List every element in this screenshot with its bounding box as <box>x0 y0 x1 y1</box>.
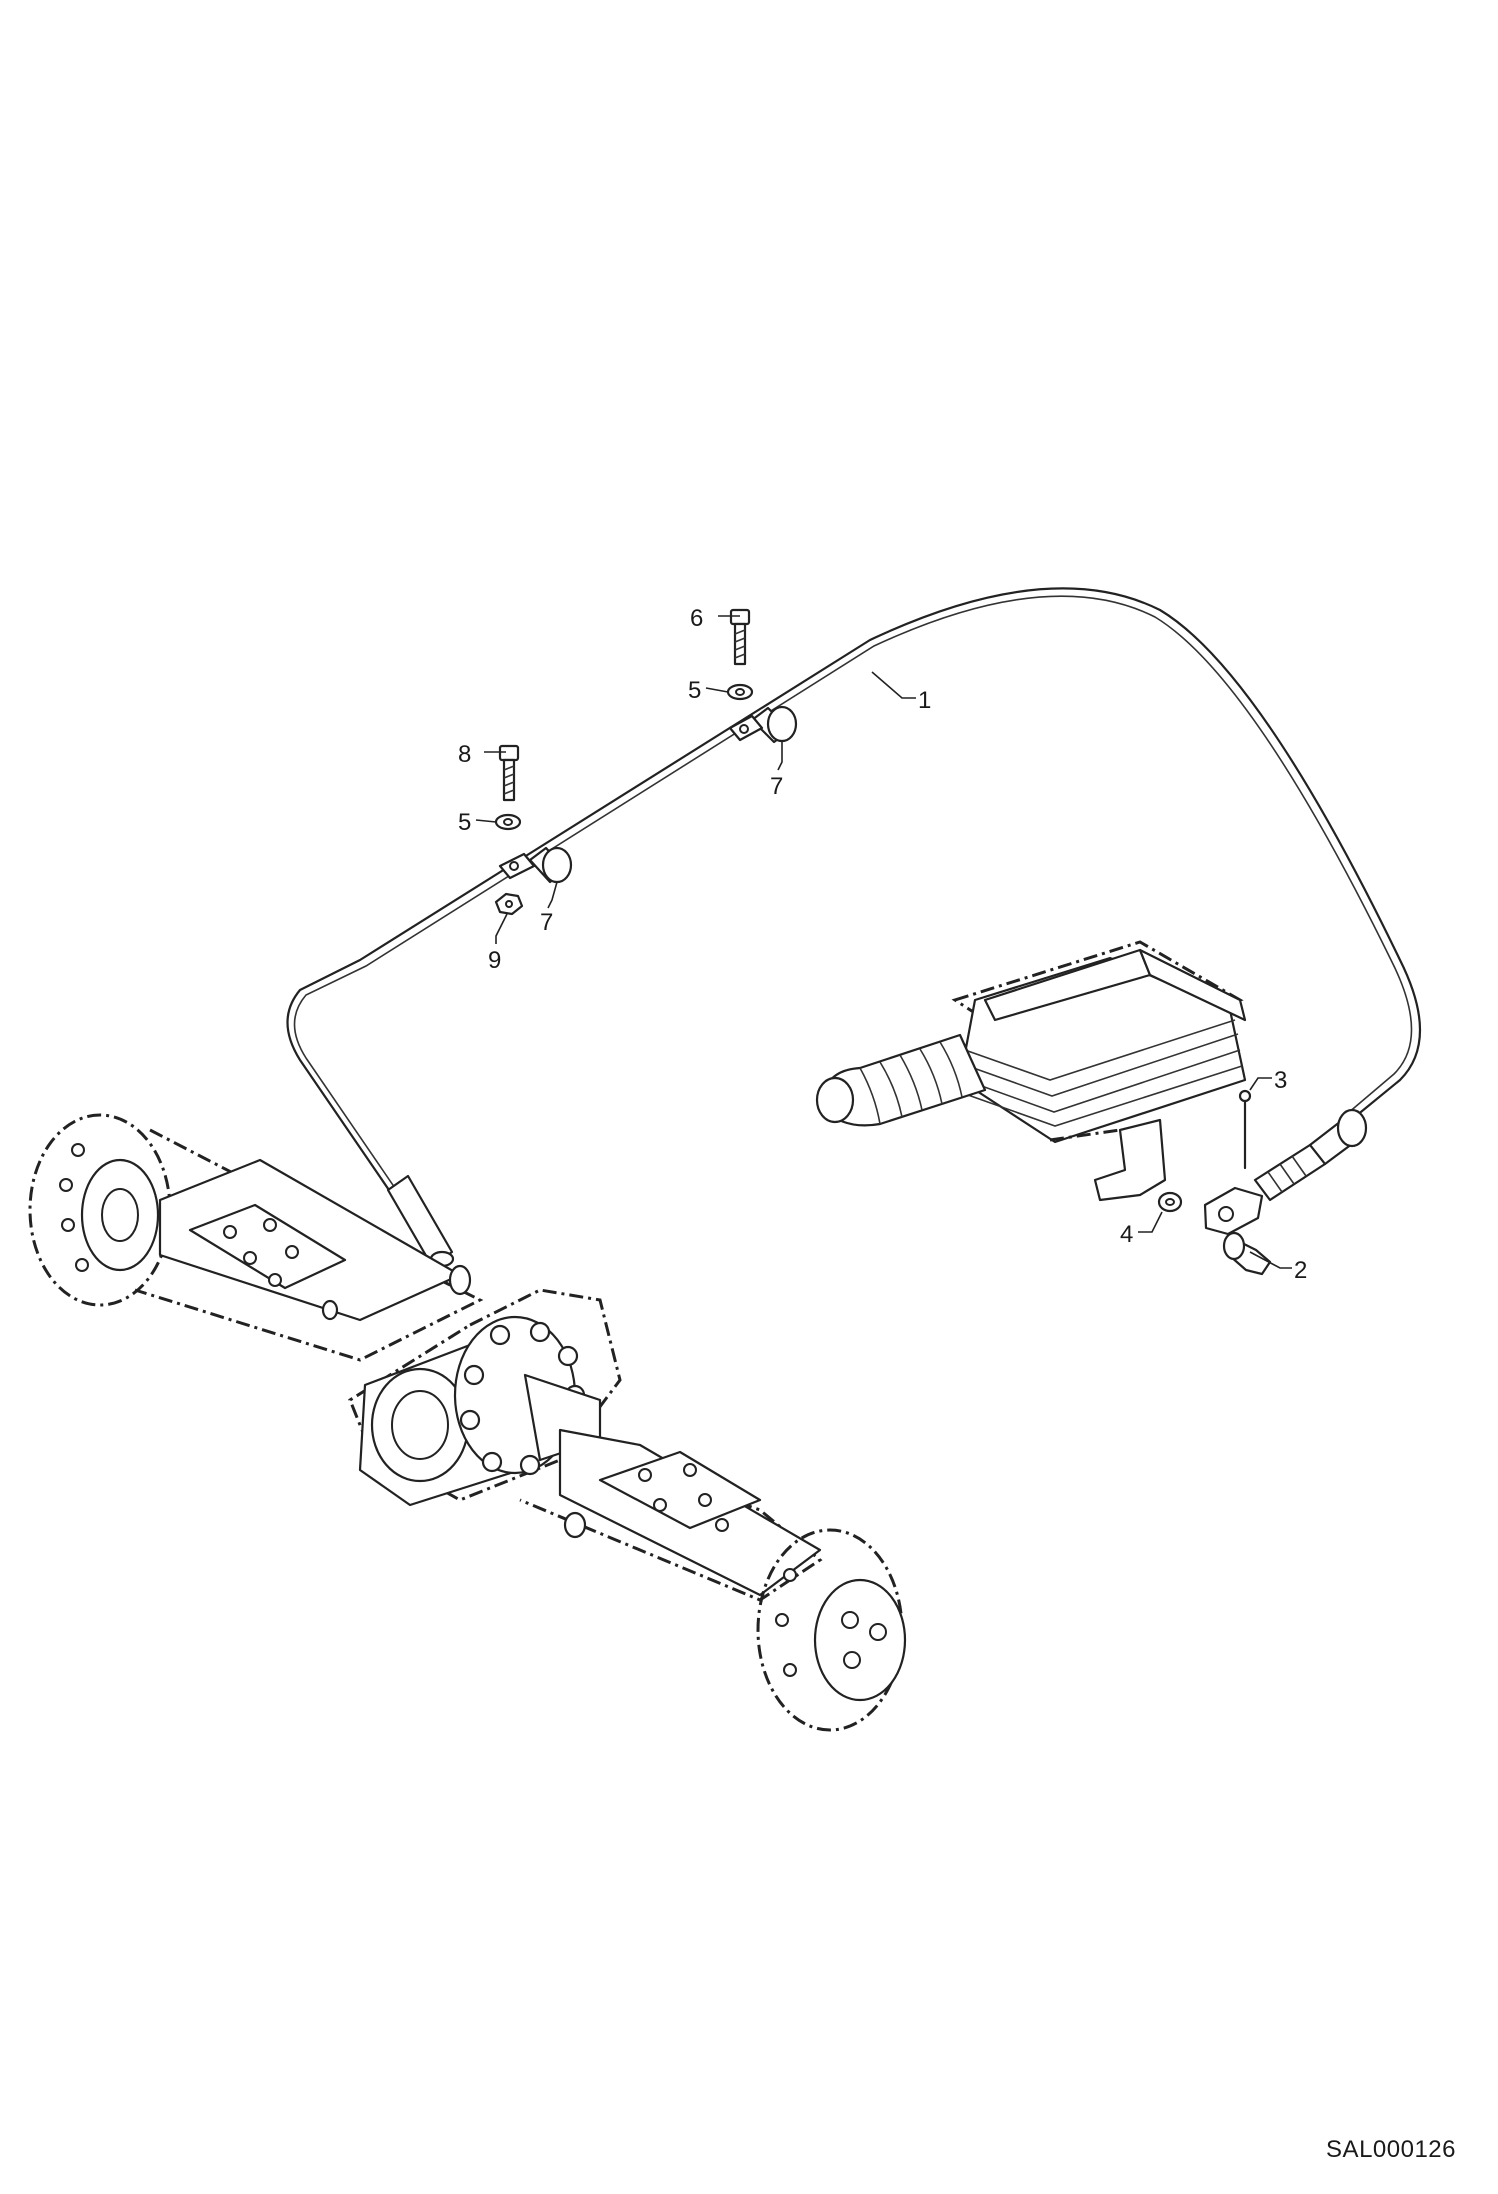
rear-axle <box>28 1113 907 1732</box>
callout-6: 6 <box>690 605 703 632</box>
brake-cable <box>286 587 1422 1268</box>
leader-lines <box>475 615 1292 1269</box>
clevis-pin <box>1222 1231 1272 1276</box>
nut-lower <box>494 892 524 916</box>
bolt-lower <box>498 744 520 802</box>
bolt-upper <box>729 608 751 666</box>
callout-5-lower: 5 <box>458 809 471 836</box>
callout-labels: 1 2 3 4 5 5 6 7 7 8 9 <box>458 605 1307 1284</box>
clamp-lower <box>498 846 573 884</box>
callout-9: 9 <box>488 947 501 974</box>
callout-8: 8 <box>458 741 471 768</box>
brake-lever-boot <box>815 940 1247 1202</box>
split-pin <box>1238 1089 1252 1170</box>
callout-5-upper: 5 <box>688 677 701 704</box>
callout-3: 3 <box>1274 1067 1287 1094</box>
callout-7-upper: 7 <box>770 773 783 800</box>
cable-end-fitting <box>1253 1108 1368 1202</box>
fork-clevis <box>1203 1186 1264 1236</box>
washer-small <box>1157 1191 1183 1213</box>
callout-7-lower: 7 <box>540 909 553 936</box>
washer-upper <box>726 683 754 701</box>
callout-2: 2 <box>1294 1257 1307 1284</box>
washer-lower <box>494 813 522 831</box>
clamp-upper <box>728 705 798 744</box>
callout-4: 4 <box>1120 1221 1133 1248</box>
callout-1: 1 <box>918 687 931 714</box>
drawing-code: SAL000126 <box>1326 2136 1456 2163</box>
